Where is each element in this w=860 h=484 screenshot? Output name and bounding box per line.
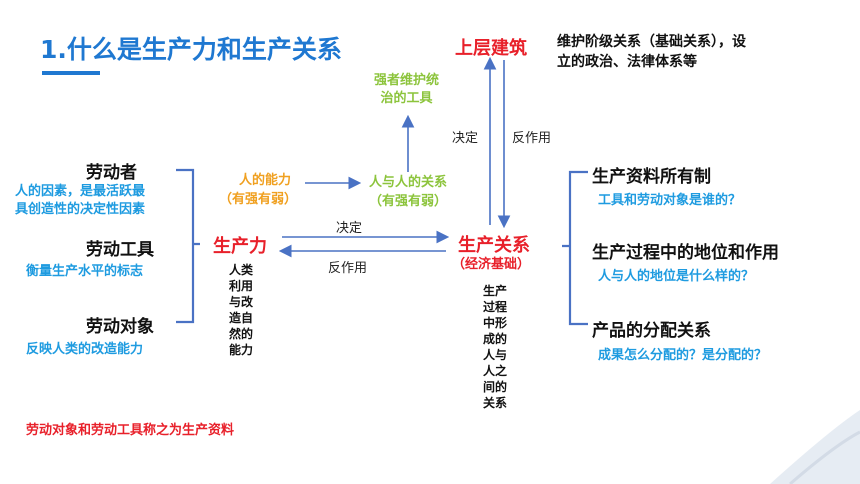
superstructure-description: 维护阶级关系（基础关系），设 立的政治、法律体系等	[557, 32, 746, 72]
relations-def-line: 中形	[482, 316, 507, 330]
distribution-question: 成果怎么分配的？是分配的？	[598, 348, 768, 363]
between-note: （有强有弱）	[369, 194, 448, 209]
factor-tools-desc: 衡量生产水平的标志	[26, 264, 144, 279]
page-title: 1.什么是生产力和生产关系	[40, 35, 342, 64]
tool-note: 强者维护统 治的工具	[374, 72, 439, 108]
relations-def-line: 人之	[482, 364, 507, 378]
productivity-def-line: 造自	[228, 311, 253, 325]
relations-def-line: 生产	[482, 284, 507, 298]
relations-def-line: 间的	[482, 380, 507, 394]
decorative-swirl-line	[789, 430, 860, 484]
productivity-def-line: 能力	[228, 343, 253, 357]
relations-between: 人与人的关系 （有强有弱）	[369, 173, 447, 211]
factor-laborer-desc-line2: 具创造性的决定性因素	[15, 202, 146, 217]
productivity-label: 生产力	[213, 236, 267, 257]
distribution-heading: 产品的分配关系	[592, 321, 711, 341]
productivity-definition: 人类 利用 与改 造自 然的 能力	[224, 262, 258, 358]
relations-label: 生产关系	[458, 235, 530, 256]
footnote: 劳动对象和劳动工具称之为生产资料	[26, 423, 235, 438]
productivity-def-line: 人类	[228, 263, 253, 277]
productivity-def-line: 然的	[228, 327, 253, 341]
productivity-def-line: 与改	[228, 295, 253, 309]
superstructure-desc-line2: 立的政治、法律体系等	[557, 54, 697, 70]
factor-tools: 劳动工具	[86, 240, 154, 260]
relations-basis: （经济基础）	[452, 257, 531, 272]
factor-objects: 劳动对象	[86, 317, 154, 337]
superstructure-label: 上层建筑	[455, 38, 527, 59]
ownership-heading: 生产资料所有制	[592, 167, 711, 187]
vertical-reacts-label: 反作用	[512, 131, 552, 146]
between-label: 人与人的关系	[369, 175, 448, 190]
factor-objects-desc: 反映人类的改造能力	[26, 342, 144, 357]
relations-definition: 生产 过程 中形 成的 人与 人之 间的 关系	[478, 283, 512, 411]
right-bracket	[562, 170, 588, 326]
horizontal-reacts-label: 反作用	[328, 261, 368, 276]
relations-def-line: 关系	[482, 396, 507, 410]
productivity-def-line: 利用	[228, 279, 253, 293]
superstructure-desc-line1: 维护阶级关系（基础关系），设	[557, 34, 746, 50]
horizontal-decides-label: 决定	[336, 221, 363, 236]
tool-line1: 强者维护统	[374, 73, 440, 88]
position-question: 人与人的地位是什么样的？	[598, 269, 755, 284]
ability-note: （有强有弱）	[219, 192, 298, 207]
factor-laborer: 劳动者	[86, 163, 137, 183]
productivity-ability: 人的能力 （有强有弱）	[219, 171, 297, 209]
title-underline	[42, 71, 100, 75]
factor-laborer-desc-line1: 人的因素，是最活跃最	[15, 184, 146, 199]
decorative-swirl	[770, 410, 860, 484]
relations-def-line: 过程	[482, 300, 507, 314]
relations-def-line: 成的	[482, 332, 507, 346]
relations-def-line: 人与	[482, 348, 507, 362]
left-bracket	[176, 168, 200, 324]
vertical-decides-label: 决定	[452, 131, 479, 146]
position-heading: 生产过程中的地位和作用	[592, 243, 779, 263]
factor-laborer-desc: 人的因素，是最活跃最 具创造性的决定性因素	[15, 183, 145, 219]
ability-label: 人的能力	[239, 173, 292, 188]
tool-line2: 治的工具	[380, 91, 433, 106]
ownership-question: 工具和劳动对象是谁的？	[598, 193, 742, 208]
